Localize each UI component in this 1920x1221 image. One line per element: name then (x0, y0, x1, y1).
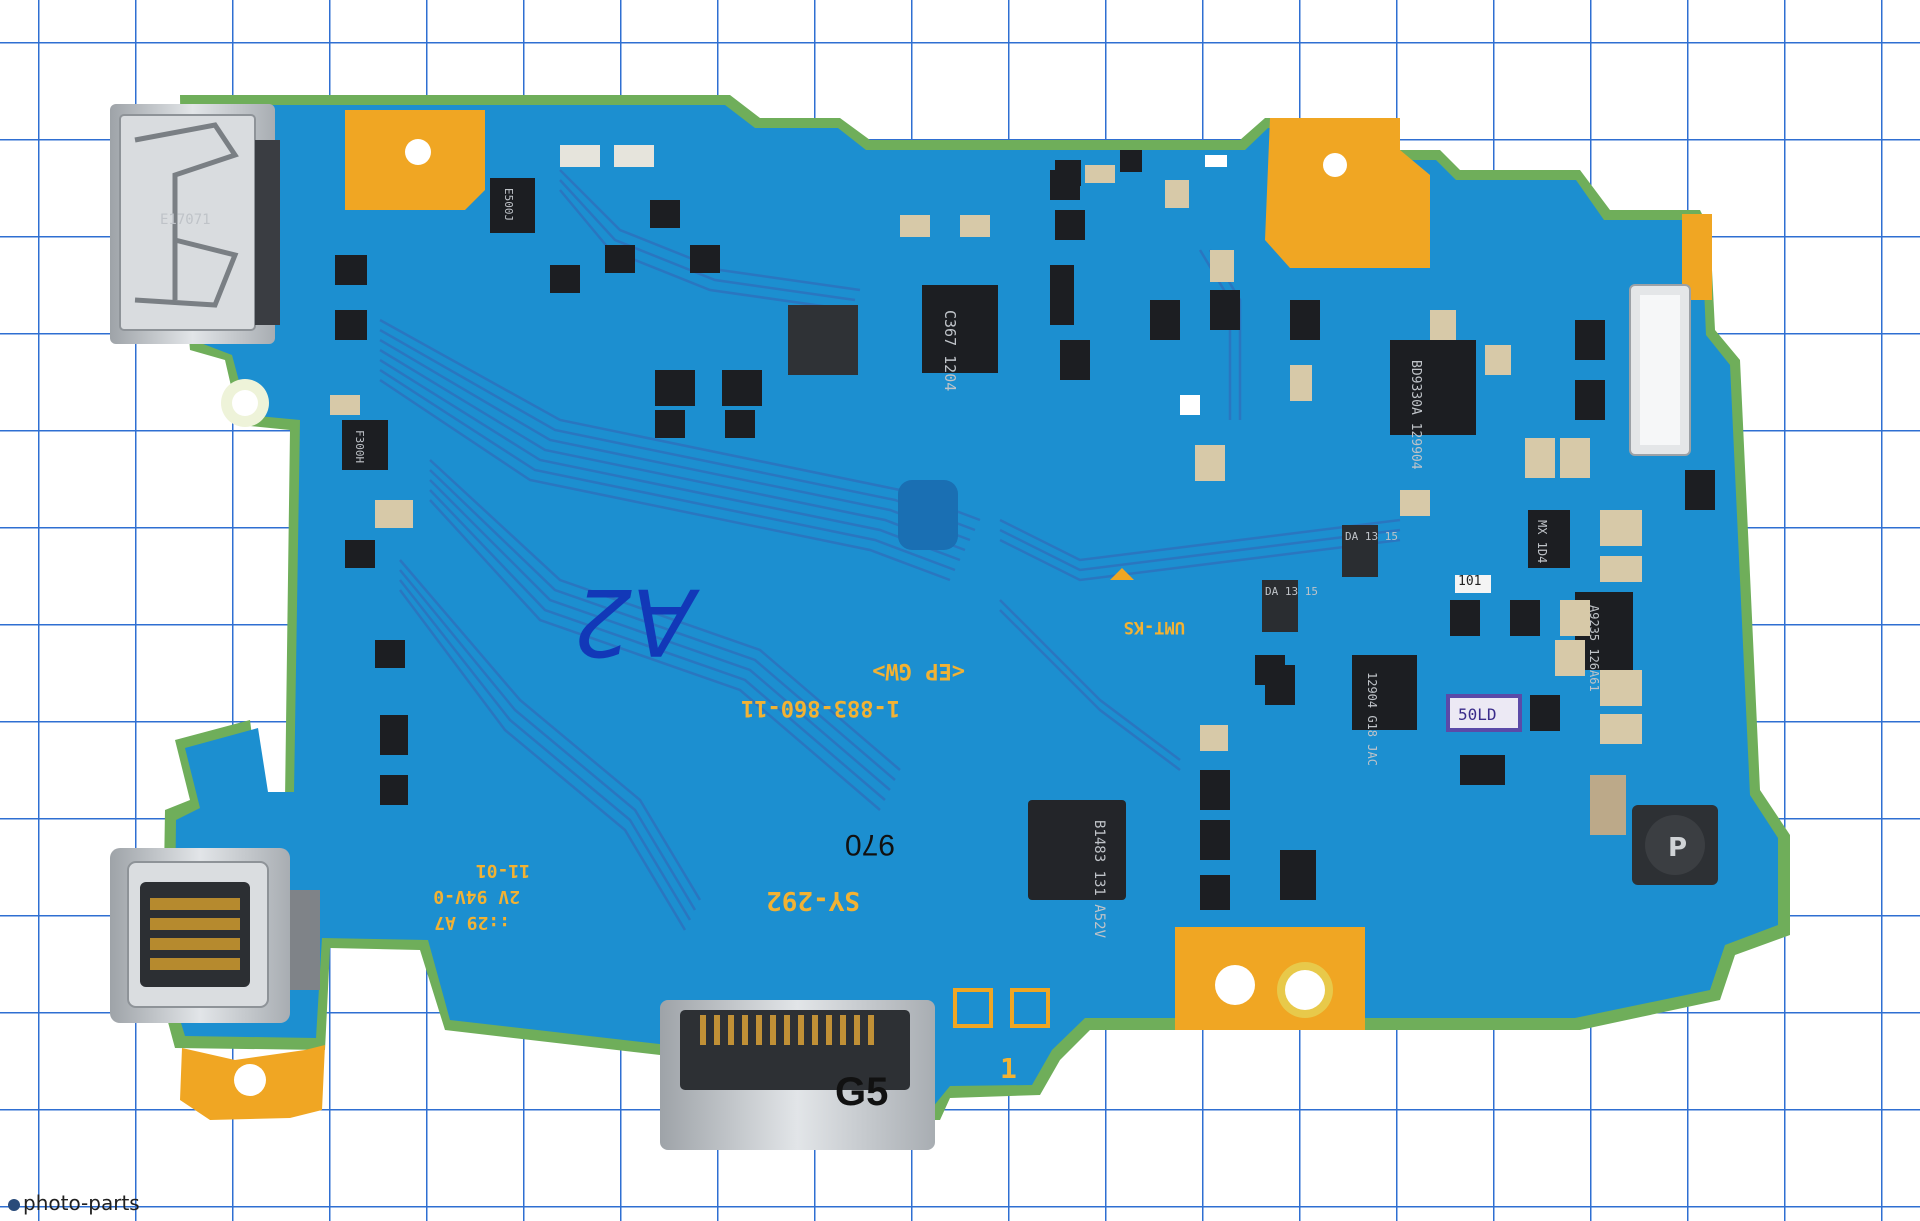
purple-label: 50LD (1458, 705, 1497, 724)
mount-hole (232, 390, 258, 416)
flex-connector (1629, 284, 1691, 456)
usb-connector (110, 848, 320, 1023)
silk-fab-code: ::29 A7 (434, 912, 510, 933)
mount-hole (1285, 970, 1325, 1010)
hdmi-connector: E17071 (110, 104, 280, 344)
inductor-marking: P (1668, 833, 1687, 863)
chip-marking: DA 13 15 (1265, 585, 1318, 598)
watermark-text: photo-parts (23, 1191, 140, 1215)
chip-marking: 12904 G18 JAC (1365, 672, 1379, 766)
silk-pin-one: 1 (1000, 1052, 1017, 1085)
silk-board-name: SY-292 (766, 885, 860, 915)
chip-marking: MX 1D4 (1535, 520, 1549, 563)
silk-date-code: 11-01 (476, 860, 530, 881)
chip-marking: A9235 126A61 (1587, 605, 1601, 692)
silk-part-number: 1-883-860-11 (741, 695, 900, 720)
ic-chips: C367 1204 BD9330A 129904 B1483 131 A52V … (342, 178, 1718, 939)
handwritten-mark: A2 (574, 568, 700, 675)
via-pad-cluster (898, 480, 958, 550)
watermark: photo-parts (8, 1191, 140, 1215)
chip-marking: DA 13 15 (1345, 530, 1398, 543)
silkscreen: 1-883-860-11 <EP GW> SY-292 970 11-01 2V… (433, 568, 1481, 1085)
silk-rating: 2V 94V-0 (433, 886, 520, 907)
chip-marking: BD9330A 129904 (1408, 360, 1423, 470)
silk-maker: UMT-KS (1124, 617, 1185, 637)
connector-marking: G5 (835, 1070, 888, 1114)
chip-marking: B1483 131 A52V (1091, 820, 1107, 939)
smd-components (330, 145, 1715, 910)
mount-hole (1323, 153, 1347, 177)
chip-marking: C367 1204 (941, 310, 959, 391)
mount-hole (1215, 965, 1255, 1005)
mount-hole (405, 139, 431, 165)
hdmi-marking: E17071 (160, 212, 211, 228)
silk-mark-code: 101 (1458, 574, 1481, 589)
silk-batch: 970 (845, 828, 895, 861)
watermark-logo-icon (8, 1198, 20, 1211)
board-body (174, 105, 1778, 1108)
silk-variant: <EP GW> (872, 658, 965, 683)
chip-marking: E500J (502, 188, 515, 221)
mount-hole (234, 1064, 266, 1096)
bottom-connector: G5 (660, 1000, 935, 1150)
chip-marking: F300H (353, 430, 366, 463)
